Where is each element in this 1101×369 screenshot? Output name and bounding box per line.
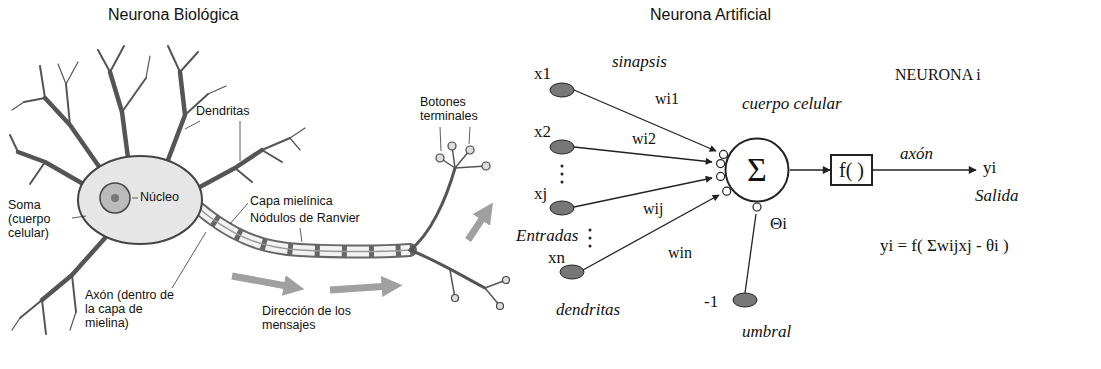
part-label: dendritas (556, 300, 620, 320)
weight-symbol: wij (643, 200, 663, 218)
nucleolus (111, 194, 119, 202)
leader-lines (72, 121, 470, 288)
part-label: cuerpo celular (742, 94, 842, 114)
axon (196, 146, 506, 306)
soma (78, 156, 202, 244)
part-label: Entradas (516, 226, 578, 246)
part-label: axón (900, 144, 933, 164)
nucleus (100, 183, 130, 213)
input-ovals (550, 83, 757, 307)
part-label: Salida (975, 186, 1018, 206)
part-label: Dirección de los mensajes (262, 304, 367, 332)
summation-circle: Σ (724, 137, 790, 203)
node-text: Σ (747, 153, 767, 187)
weight-symbol: wi2 (632, 130, 656, 148)
dendrite-tree (10, 46, 305, 334)
part-label: Nódulos de Ranvier (250, 211, 360, 225)
part-label: Axón (dentro de la capa de mielina) (85, 288, 180, 330)
output-axon-arrow (873, 169, 976, 171)
input-symbol: x1 (534, 64, 551, 84)
signal-arrow (790, 169, 830, 171)
threshold-symbol: Θi (770, 214, 787, 234)
input-symbol: xj (534, 184, 547, 204)
bias-input: -1 (704, 292, 718, 312)
output-symbol: yi (983, 158, 996, 178)
weight-symbol: wi1 (655, 90, 679, 108)
part-label: sinapsis (612, 52, 667, 72)
part-label: Soma (cuerpo celular) (8, 198, 70, 240)
terminal-buttons (436, 142, 510, 310)
input-symbol: x2 (534, 122, 551, 142)
weight-symbol: win (668, 244, 692, 262)
panel-title: Neurona Biológica (108, 6, 239, 24)
part-label: Capa mielínica (250, 194, 333, 208)
weighted-input-lines (574, 90, 719, 270)
activation-box: f( ) (830, 154, 873, 186)
neuron-name: NEURONA i (895, 66, 981, 84)
part-label: Botones terminales (420, 95, 490, 123)
threshold-line (745, 214, 756, 293)
output-formula: yi = f( Σwijxj - θi ) (880, 236, 1009, 256)
part-label: Núcleo (140, 190, 179, 204)
part-label: umbral (742, 322, 791, 342)
input-symbol: xn (548, 248, 565, 268)
node-text: f( ) (839, 160, 864, 180)
panel-title: Neurona Artificial (650, 6, 771, 24)
part-label: Dendritas (196, 104, 250, 118)
